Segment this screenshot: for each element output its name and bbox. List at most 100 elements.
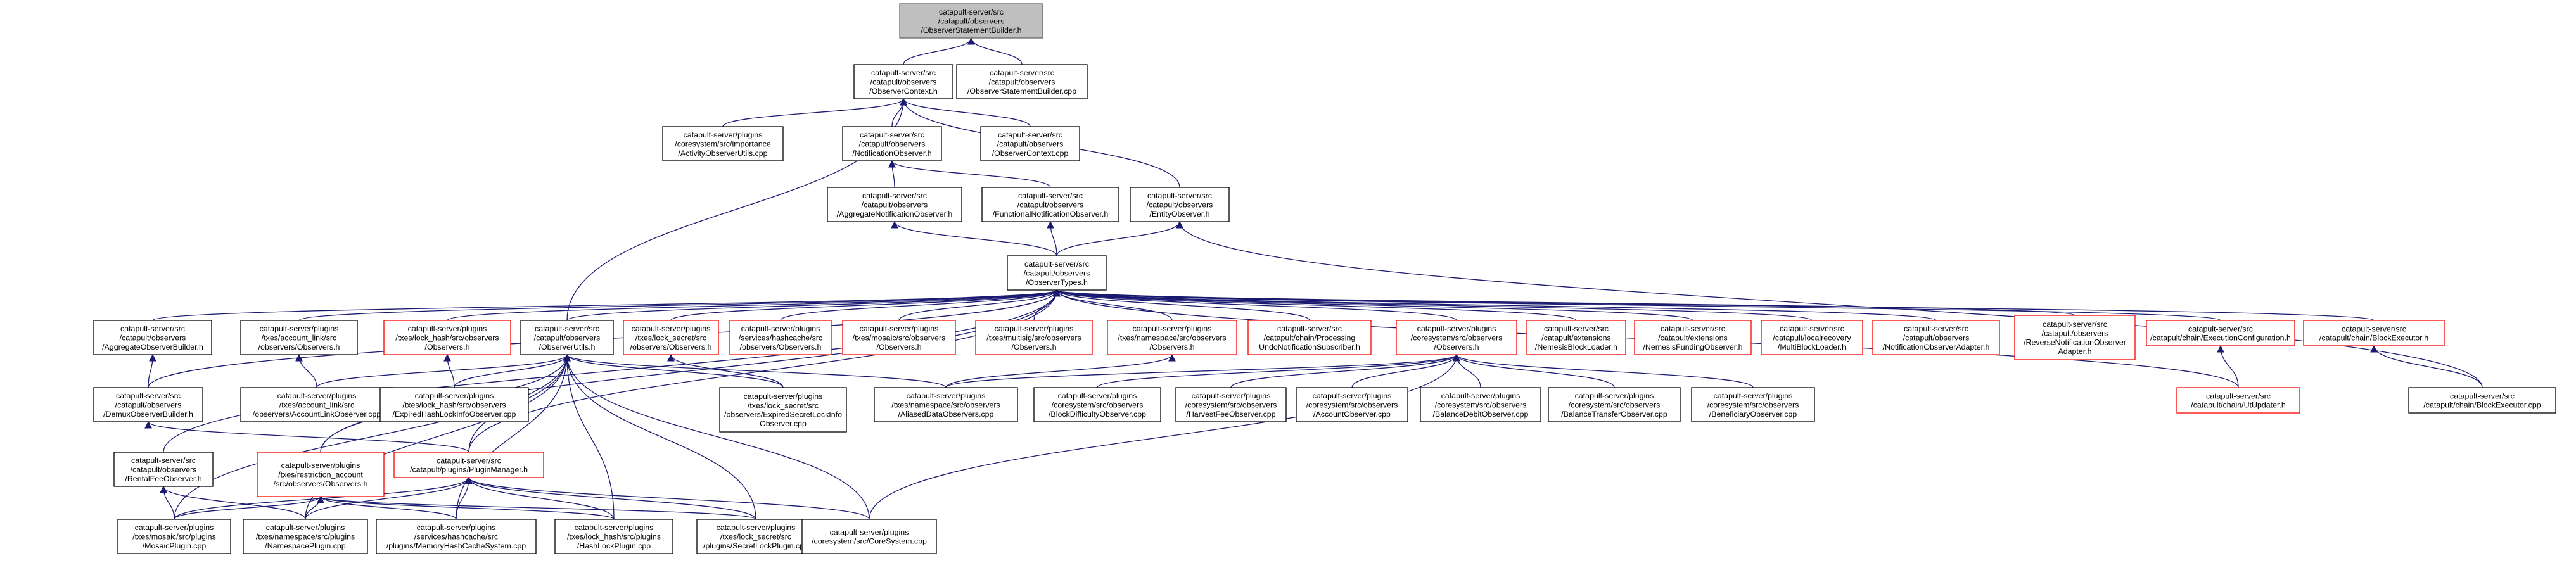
edge-coresys-to-harvest-fee (1230, 353, 1460, 388)
graph-node-notif-adapter[interactable]: catapult-server/src/catapult/observers/N… (1872, 320, 2000, 355)
node-box (520, 320, 614, 355)
node-label-line: catapult-server/src (1147, 191, 1212, 200)
graph-node-acct-link-cpp[interactable]: catapult-server/plugins/txes/account_lin… (240, 387, 393, 422)
node-label-line: /txes/lock_secret/src (748, 401, 819, 410)
edge-types-to-lock-hash (447, 289, 1061, 321)
graph-node-coresys[interactable]: catapult-server/plugins/coresystem/src/o… (1396, 320, 1517, 355)
graph-node-root[interactable]: catapult-server/src/catapult/observers/O… (899, 3, 1043, 39)
graph-node-block-diff[interactable]: catapult-server/plugins/coresystem/src/o… (1033, 387, 1161, 422)
edge-entity-to-blk-exec-cpp (1176, 220, 2483, 388)
graph-node-balance-xfer[interactable]: catapult-server/plugins/coresystem/src/o… (1548, 387, 1681, 422)
node-label-line: catapult-server/plugins (1058, 391, 1137, 400)
node-label-line: /ExpiredHashLockInfoObserver.cpp (393, 410, 516, 419)
edge-types-to-agg-builder (152, 289, 1061, 321)
graph-node-restriction[interactable]: catapult-server/plugins/txes/restriction… (257, 452, 385, 497)
edge-restriction-to-memhash-plugin (317, 495, 457, 520)
graph-node-notif-obs[interactable]: catapult-server/src/catapult/observers/N… (842, 126, 942, 161)
graph-node-plugin-mgr[interactable]: catapult-server/src/catapult/plugins/Plu… (393, 452, 544, 478)
graph-node-func-notif[interactable]: catapult-server/src/catapult/observers/F… (981, 187, 1119, 222)
node-label-line: /txes/lock_hash/src/observers (402, 401, 506, 410)
graph-node-ctx-cpp[interactable]: catapult-server/src/catapult/observers/O… (980, 126, 1080, 161)
graph-node-undo[interactable]: catapult-server/src/catapult/chain/Proce… (1247, 320, 1372, 355)
graph-node-aliased[interactable]: catapult-server/plugins/txes/namespace/s… (874, 387, 1018, 422)
node-label-line: catapult-server/plugins (860, 324, 939, 333)
node-label-line: catapult-server/plugins (1441, 391, 1521, 400)
graph-node-reverse[interactable]: catapult-server/src/catapult/observers/R… (2014, 315, 2136, 360)
graph-nodes: catapult-server/src/catapult/observers/O… (93, 3, 2556, 554)
node-label-line: catapult-server/plugins (575, 523, 654, 532)
node-label-line: catapult-server/plugins (1133, 324, 1212, 333)
graph-node-nemesis-fund[interactable]: catapult-server/src/catapult/extensions/… (1634, 320, 1752, 355)
graph-node-ut-updater[interactable]: catapult-server/src/catapult/chain/UtUpd… (2176, 387, 2300, 414)
graph-node-exec-cfg[interactable]: catapult-server/src/catapult/chain/Execu… (2146, 320, 2295, 346)
graph-node-rental[interactable]: catapult-server/src/catapult/observers/R… (113, 452, 214, 487)
graph-node-expired-secret[interactable]: catapult-server/plugins/txes/lock_secret… (719, 387, 847, 433)
graph-node-namespace-plugin[interactable]: catapult-server/plugins/txes/namespace/s… (243, 519, 368, 554)
graph-node-lock-hash[interactable]: catapult-server/plugins/txes/lock_hash/s… (383, 320, 511, 355)
edge-plugin-mgr-to-mosaic-plugin (174, 476, 473, 520)
graph-node-utils[interactable]: catapult-server/src/catapult/observers/O… (520, 320, 614, 355)
node-label-line: catapult-server/src (116, 391, 181, 400)
node-box (729, 320, 832, 355)
node-box (1420, 387, 1541, 422)
edge-notif-obs-to-agg-notif (888, 160, 896, 188)
graph-node-lock-secret[interactable]: catapult-server/plugins/txes/lock_secret… (623, 320, 719, 355)
graph-node-demux[interactable]: catapult-server/src/catapult/observers/D… (93, 387, 203, 422)
graph-node-agg-notif[interactable]: catapult-server/src/catapult/observers/A… (827, 187, 962, 222)
graph-node-expired-hash[interactable]: catapult-server/plugins/txes/lock_hash/s… (379, 387, 529, 422)
graph-node-secretlock-plugin[interactable]: catapult-server/plugins/txes/lock_secret… (696, 519, 815, 554)
node-label-line: /coresystem/src/observers (1052, 401, 1144, 410)
graph-node-nemesis-block[interactable]: catapult-server/src/catapult/extensions/… (1526, 320, 1626, 355)
graph-node-ctx[interactable]: catapult-server/src/catapult/observers/O… (853, 64, 953, 99)
node-label-line: /catapult/observers (1024, 269, 1090, 278)
node-label-line: /catapult/observers (859, 140, 926, 149)
node-label-line: /HashLockPlugin.cpp (577, 541, 651, 550)
node-label-line: /coresystem/src/observers (1435, 401, 1527, 410)
edge-types-to-lock-secret (670, 289, 1061, 321)
graph-node-namespace[interactable]: catapult-server/plugins/txes/namespace/s… (1107, 320, 1237, 355)
graph-node-hashlock-plugin[interactable]: catapult-server/plugins/txes/lock_hash/s… (554, 519, 673, 554)
node-box (956, 64, 1088, 99)
graph-node-mosaic[interactable]: catapult-server/plugins/txes/mosaic/src/… (842, 320, 956, 355)
edge-utils-to-hashlock-plugin (563, 353, 615, 520)
graph-node-multiblock[interactable]: catapult-server/src/catapult/localrecove… (1761, 320, 1863, 355)
node-label-line: /MultiBlockLoader.h (1778, 343, 1846, 351)
graph-node-blk-exec-cpp[interactable]: catapult-server/src/catapult/chain/Block… (2408, 387, 2556, 414)
graph-node-blk-exec[interactable]: catapult-server/src/catapult/chain/Block… (2303, 320, 2445, 346)
graph-node-multisig[interactable]: catapult-server/plugins/txes/multisig/sr… (975, 320, 1093, 355)
node-label-line: /catapult/observers (534, 334, 601, 343)
graph-node-memhash-plugin[interactable]: catapult-server/plugins/services/hashcac… (376, 519, 537, 554)
node-box (1033, 387, 1161, 422)
node-box (2146, 320, 2295, 346)
graph-node-hashcache[interactable]: catapult-server/plugins/services/hashcac… (729, 320, 832, 355)
node-box (1872, 320, 2000, 355)
edge-types-to-undo (1053, 289, 1310, 321)
graph-node-acct-link[interactable]: catapult-server/plugins/txes/account_lin… (240, 320, 358, 355)
graph-node-osb-cpp[interactable]: catapult-server/src/catapult/observers/O… (956, 64, 1088, 99)
graph-node-entity[interactable]: catapult-server/src/catapult/observers/E… (1130, 187, 1230, 222)
graph-node-types[interactable]: catapult-server/src/catapult/observers/O… (1007, 255, 1107, 291)
edge-demux-to-plugin-mgr (144, 421, 469, 453)
edge-types-to-nemesis-block (1053, 289, 1577, 321)
node-label-line: /AggregateNotificationObserver.h (837, 210, 953, 218)
node-label-line: /coresystem/src/CoreSystem.cpp (812, 537, 927, 546)
graph-node-coresys-cpp[interactable]: catapult-server/plugins/coresystem/src/C… (801, 519, 937, 554)
graph-node-balance-debit[interactable]: catapult-server/plugins/coresystem/src/o… (1420, 387, 1541, 422)
node-label-line: /txes/namespace/src/plugins (256, 533, 355, 541)
node-label-line: /catapult/observers (1147, 201, 1213, 210)
node-label-line: /NemesisFundingObserver.h (1643, 343, 1742, 351)
edge-coresys-to-beneficiary (1453, 353, 1754, 388)
node-box (93, 387, 203, 422)
node-label-line: /observers/Observers.h (630, 343, 712, 351)
node-label-line: catapult-server/plugins (277, 391, 357, 400)
graph-node-mosaic-plugin[interactable]: catapult-server/plugins/txes/mosaic/src/… (117, 519, 231, 554)
graph-node-activity[interactable]: catapult-server/plugins/coresystem/src/i… (662, 126, 784, 161)
node-label-line: catapult-server/plugins (417, 523, 496, 532)
node-label-line: catapult-server/src (990, 68, 1054, 77)
node-label-line: catapult-server/src (535, 324, 599, 333)
graph-node-beneficiary[interactable]: catapult-server/plugins/coresystem/src/o… (1691, 387, 1815, 422)
graph-node-agg-builder[interactable]: catapult-server/src/catapult/observers/A… (93, 320, 212, 355)
node-label-line: /txes/mosaic/src/plugins (132, 533, 216, 541)
graph-node-harvest-fee[interactable]: catapult-server/plugins/coresystem/src/o… (1175, 387, 1287, 422)
graph-node-account-obs[interactable]: catapult-server/plugins/coresystem/src/o… (1296, 387, 1408, 422)
